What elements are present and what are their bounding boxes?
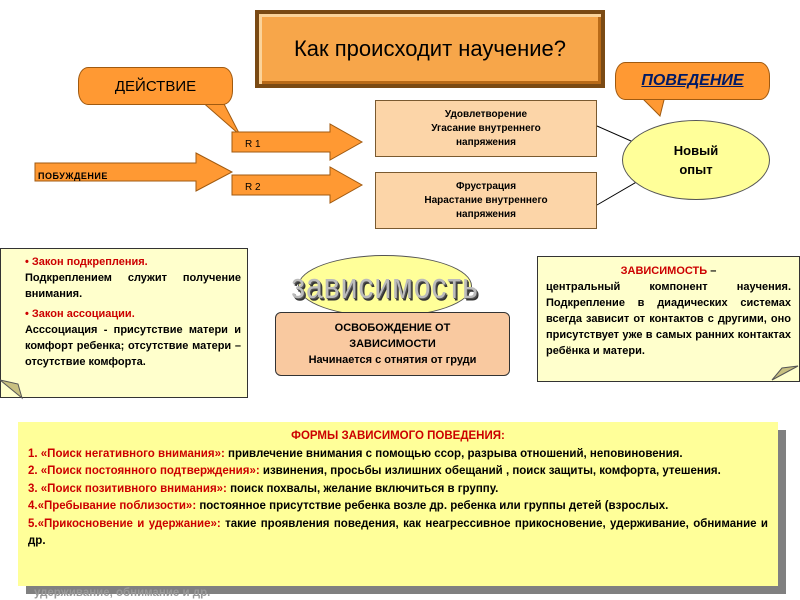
arrow-drive	[34, 152, 234, 192]
dependency-wordart: зависимость	[291, 266, 479, 306]
liberation-scroll: ОСВОБОЖДЕНИЕ ОТ ЗАВИСИМОСТИ Начинается с…	[275, 312, 510, 376]
form-item-label: 4.«Пребывание поблизости»:	[28, 500, 197, 512]
page-curl-icon	[771, 365, 799, 381]
form-item-text: постоянное присутствие ребенка возле др.…	[196, 500, 669, 512]
scroll-line: Начинается с отнятия от груди	[308, 354, 477, 366]
form-item-text: извинения, просьбы излишних обещаний , п…	[259, 465, 721, 477]
dependency-oval: зависимость	[291, 255, 478, 317]
r2-label: R 2	[245, 182, 261, 193]
diagram-shapes	[34, 95, 666, 206]
form-item-text: поиск похвалы, желание включиться в груп…	[226, 482, 499, 495]
slide-title: Как происходит научение?	[255, 10, 605, 88]
connector-line	[596, 179, 641, 206]
form-item-label: 5.«Прикосновение и удержание»:	[28, 517, 221, 530]
satisfaction-box: Удовлетворение Угасание внутреннего напр…	[375, 100, 597, 157]
form-item-text: такие проявления поведения, как неагресс…	[28, 517, 768, 548]
form-item-label: 1. «Поиск негативного внимания»:	[28, 447, 225, 460]
scroll-line: ОСВОБОЖДЕНИЕ ОТ	[334, 322, 451, 334]
arrow-r2	[231, 166, 364, 204]
form-item: 4.«Пребывание поблизости»: постоянное пр…	[28, 498, 768, 516]
dependent-behavior-forms: ФОРМЫ ЗАВИСИМОГО ПОВЕДЕНИЯ: 1. «Поиск не…	[18, 422, 778, 586]
form-item: 3. «Поиск позитивного внимания»: поиск п…	[28, 481, 768, 499]
oval-line: Новый	[673, 143, 719, 158]
box-line: Удовлетворение	[444, 108, 528, 120]
action-callout-tail	[198, 99, 241, 136]
box-line: напряжения	[456, 208, 516, 220]
drive-label: ПОБУЖДЕНИЕ	[38, 171, 108, 181]
box-line: Нарастание внутреннего	[424, 194, 548, 206]
ghost-text: удерживание, обнимание и др.	[34, 587, 211, 599]
form-item: 2. «Поиск постоянного подтверждения»: из…	[28, 463, 768, 481]
law2-text: Асссоциация - присутствие матери и комфо…	[25, 324, 241, 368]
dependency-dash: –	[707, 265, 717, 277]
law1-text: Подкреплением служит получение внимания.	[25, 272, 241, 300]
form-item-text: привлечение внимания с помощью ссор, раз…	[224, 447, 683, 460]
frustration-box: Фрустрация Нарастание внутреннего напряж…	[375, 172, 597, 229]
form-item-label: 2. «Поиск постоянного подтверждения»:	[28, 465, 260, 477]
box-line: Фрустрация	[455, 180, 517, 192]
new-experience-oval: Новый опыт	[622, 120, 770, 200]
scroll-line: ЗАВИСИМОСТИ	[349, 338, 436, 350]
arrow-r1	[231, 123, 364, 161]
forms-title: ФОРМЫ ЗАВИСИМОГО ПОВЕДЕНИЯ:	[291, 430, 505, 442]
law2-title: • Закон ассоциации.	[25, 308, 135, 320]
dependency-text: центральный компонент научения. Подкрепл…	[546, 281, 791, 357]
form-item: 5.«Прикосновение и удержание»: такие про…	[28, 516, 768, 551]
laws-note: • Закон подкрепления. Подкреплением служ…	[0, 248, 248, 398]
r1-label: R 1	[245, 139, 261, 150]
law1-title: • Закон подкрепления.	[25, 256, 148, 268]
form-item-label: 3. «Поиск позитивного внимания»:	[28, 482, 227, 495]
box-line: Угасание внутреннего	[431, 122, 541, 134]
action-callout: ДЕЙСТВИЕ	[78, 67, 233, 105]
box-line: напряжения	[456, 136, 516, 148]
behavior-callout: ПОВЕДЕНИЕ	[615, 62, 770, 100]
dependency-note: ЗАВИСИМОСТЬ – центральный компонент науч…	[537, 256, 800, 382]
form-item: 1. «Поиск негативного внимания»: привлеч…	[28, 446, 768, 464]
dependency-title: ЗАВИСИМОСТЬ	[620, 265, 708, 277]
oval-line: опыт	[679, 162, 713, 177]
page-curl-icon	[0, 379, 23, 400]
